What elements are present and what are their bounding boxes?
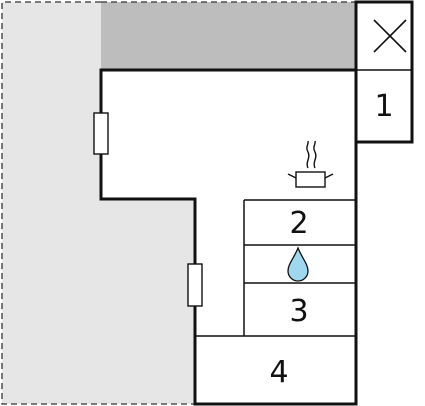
balcony xyxy=(101,1,356,70)
door-lower[interactable] xyxy=(187,263,203,307)
outside-area-fill xyxy=(2,2,195,404)
pot-handle-right xyxy=(324,173,334,179)
room-label-2: 2 xyxy=(289,206,308,241)
room-partitions xyxy=(195,199,356,337)
pot-body xyxy=(295,171,326,188)
outside-area-boundary xyxy=(1,1,195,405)
water-drop-icon xyxy=(287,246,309,282)
balcony-fill xyxy=(101,2,356,70)
utility-box xyxy=(354,0,414,144)
room-label-4: 4 xyxy=(269,355,288,390)
steam-line-2 xyxy=(313,140,317,169)
pot-handle-left xyxy=(287,173,297,179)
room-label-3: 3 xyxy=(289,294,308,329)
close-icon-stroke-2 xyxy=(373,19,407,53)
room-label-1: 1 xyxy=(374,89,393,124)
steam-line-1 xyxy=(306,140,310,169)
cooking-pot-icon xyxy=(287,140,334,188)
outside-area xyxy=(1,1,195,405)
close-icon[interactable] xyxy=(373,19,407,53)
utility-box-outline xyxy=(354,0,414,144)
door-upper[interactable] xyxy=(93,112,109,155)
